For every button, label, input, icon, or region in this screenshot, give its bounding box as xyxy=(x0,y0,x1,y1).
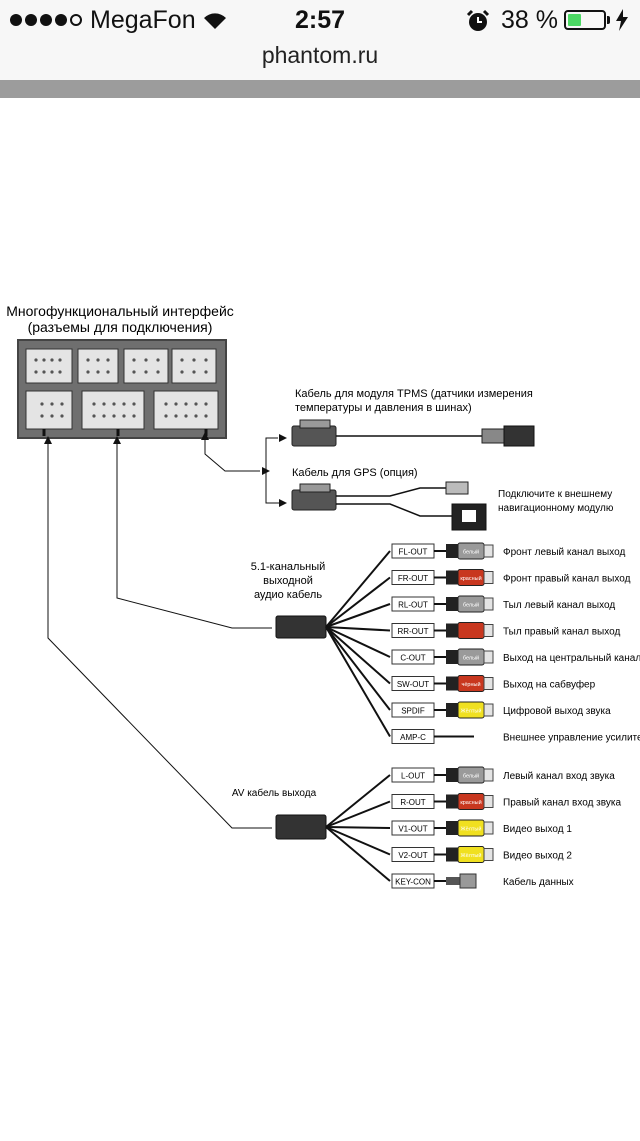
battery-icon xyxy=(564,10,606,30)
audio-output-row: SPDIF Жёлтый Цифровой выход звука xyxy=(325,626,611,719)
audio-output-row: AMP-C Внешнее управление усилителем xyxy=(325,626,640,744)
audio-output-description: Выход на центральный канал xyxy=(503,653,640,664)
av-output-plug-color: Жёлтый xyxy=(461,826,482,833)
av-cable-connector xyxy=(275,814,327,840)
audio-output-row: C-OUT белый Выход на центральный канал xyxy=(325,626,640,666)
audio-output-description: Внешнее управление усилителем xyxy=(503,733,640,744)
audio-output-tag: FR-OUT xyxy=(398,574,428,583)
audio-output-row: RR-OUT Тыл правый канал выход xyxy=(325,622,620,639)
audio-output-plug-color: белый xyxy=(463,602,479,609)
interface-block xyxy=(17,339,227,439)
alarm-clock-icon xyxy=(466,9,490,31)
av-output-description: Правый канал вход звука xyxy=(503,798,621,809)
av-output-tag: V1-OUT xyxy=(398,825,427,834)
audio-output-plug-color: белый xyxy=(463,549,479,556)
page-url[interactable]: phantom.ru xyxy=(261,42,379,68)
av-output-row: V1-OUT Жёлтый Видео выход 1 xyxy=(325,819,572,837)
audio-output-row: SW-OUT чёрный Выход на сабвуфер xyxy=(325,626,596,692)
gps-label: Кабель для GPS (опция) xyxy=(292,467,418,479)
status-time: 2:57 xyxy=(294,6,346,34)
carrier-name: MegaFon xyxy=(90,6,196,34)
audio-cable-label-line2: выходной xyxy=(263,575,313,587)
page-load-progress xyxy=(0,80,640,98)
interface-title-line2: (разъемы для подключения) xyxy=(28,319,213,335)
audio-cable-connector xyxy=(275,615,327,639)
status-bar: MegaFon 2:57 38 % xyxy=(0,0,640,40)
address-bar[interactable]: phantom.ru xyxy=(0,40,640,80)
av-output-tag: KEY-CON xyxy=(395,878,431,887)
audio-output-description: Цифровой выход звука xyxy=(503,705,611,717)
interface-title-line1: Многофункциональный интерфейс xyxy=(6,303,234,319)
audio-output-tag: C-OUT xyxy=(400,654,425,663)
audio-output-plug-color: Жёлтый xyxy=(461,708,482,715)
av-output-description: Видео выход 2 xyxy=(503,851,572,862)
audio-cable-label-line1: 5.1-канальный xyxy=(251,561,326,573)
av-output-row: R-OUT красный Правый канал вход звука xyxy=(325,793,621,828)
audio-cable-label-line3: аудио кабель xyxy=(254,589,322,601)
audio-output-tag: FL-OUT xyxy=(399,548,428,557)
audio-output-tag: RL-OUT xyxy=(398,601,428,610)
av-output-description: Видео выход 1 xyxy=(503,824,572,835)
av-output-tag: L-OUT xyxy=(401,772,425,781)
audio-output-row: FR-OUT красный Фронт правый канал выход xyxy=(325,569,631,628)
audio-output-plug-color: чёрный xyxy=(461,681,480,688)
gps-cable xyxy=(291,481,487,531)
tpms-cable xyxy=(291,419,535,447)
audio-output-tag: SW-OUT xyxy=(397,680,429,689)
cellular-signal-icon xyxy=(10,14,82,26)
av-output-tag: R-OUT xyxy=(400,798,425,807)
av-output-description: Левый канал вход звука xyxy=(503,771,615,782)
battery-percentage: 38 % xyxy=(501,6,558,34)
audio-output-row: RL-OUT белый Тыл левый канал выход xyxy=(325,595,615,628)
audio-output-description: Выход на сабвуфер xyxy=(503,679,596,691)
av-output-row: KEY-CON Кабель данных xyxy=(325,826,574,889)
tpms-label-line2: температуры и давления в шинах) xyxy=(295,402,472,414)
av-cable-label: AV кабель выхода xyxy=(232,787,317,799)
av-output-plug-color: красный xyxy=(460,799,481,806)
av-output-tag: V2-OUT xyxy=(398,851,427,860)
av-output-row: L-OUT белый Левый канал вход звука xyxy=(325,766,615,828)
audio-output-description: Тыл правый канал выход xyxy=(503,627,620,638)
wifi-icon xyxy=(204,13,226,29)
wiring-diagram: Многофункциональный интерфейс (разъемы д… xyxy=(0,98,640,1136)
av-output-plug-color: Жёлтый xyxy=(461,852,482,859)
audio-output-tag: RR-OUT xyxy=(397,627,428,636)
gps-note-line2: навигационному модулю xyxy=(498,503,614,514)
gps-note-line1: Подключите к внешнему xyxy=(498,489,612,500)
audio-output-row: FL-OUT белый Фронт левый канал выход xyxy=(325,542,625,628)
charging-bolt-icon xyxy=(616,9,628,31)
audio-output-plug-color: белый xyxy=(463,655,479,662)
audio-output-description: Фронт правый канал выход xyxy=(503,574,631,585)
tpms-label-line1: Кабель для модуля TPMS (датчики измерени… xyxy=(295,388,533,400)
audio-output-tag: SPDIF xyxy=(401,707,425,716)
audio-output-description: Фронт левый канал выход xyxy=(503,547,625,558)
audio-output-description: Тыл левый канал выход xyxy=(503,600,615,611)
audio-output-plug-color: красный xyxy=(460,575,481,582)
av-output-description: Кабель данных xyxy=(503,876,574,888)
audio-output-tag: AMP-C xyxy=(400,733,426,742)
av-output-plug-color: белый xyxy=(463,773,479,780)
